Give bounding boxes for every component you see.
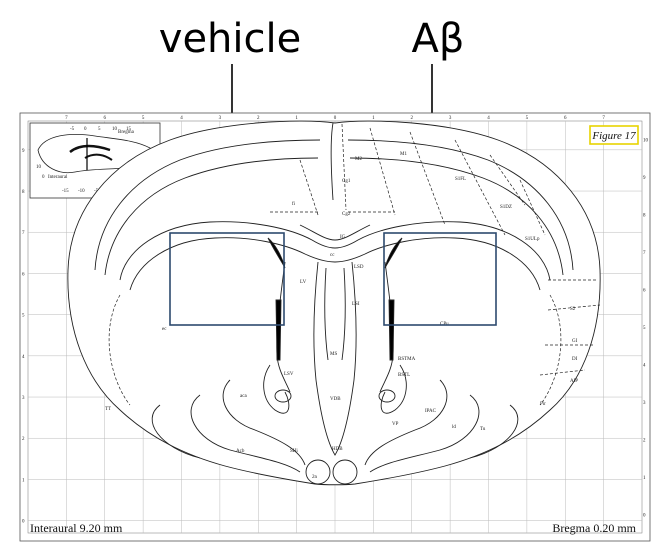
right-tick-label: 10	[643, 139, 649, 144]
region-lsv: LSV	[284, 372, 294, 377]
abeta-label: Aβ	[412, 16, 465, 62]
region-aip: AIP	[570, 379, 578, 384]
inset-scale-4: 15	[126, 127, 132, 132]
region-lv: LV	[300, 280, 307, 285]
brain-section	[68, 121, 600, 485]
bregma-label: Bregma 0.20 mm	[552, 521, 636, 535]
region-aca: aca	[240, 394, 247, 399]
region-gi: GI	[572, 339, 578, 344]
region-di: DI	[572, 357, 578, 362]
region-pir: Pir	[540, 402, 546, 407]
region-ms: MS	[330, 352, 337, 357]
figure-label: Figure 17	[591, 130, 636, 142]
inset-ten: 10	[36, 165, 42, 170]
inset-scale-b0: -15	[62, 189, 69, 194]
vehicle-label: vehicle	[159, 16, 301, 62]
inset-scale-0: -5	[70, 127, 75, 132]
region-tu: Tu	[480, 427, 486, 432]
region-vp: VP	[392, 422, 399, 427]
inset-scale-b1: -10	[78, 189, 85, 194]
region-ld: ld	[452, 425, 456, 430]
region-2n: 2n	[312, 475, 318, 480]
inset-scale-3: 10	[112, 127, 118, 132]
inset-interaural: Interaural	[48, 175, 68, 180]
region-hdb: HDB	[332, 447, 343, 452]
region-ec: ec	[162, 327, 167, 332]
region-lsd: LSD	[354, 265, 364, 270]
region-vdb: VDB	[330, 397, 341, 402]
region-cg1: Cg1	[342, 179, 351, 184]
region-bstl: BSTL	[398, 373, 410, 378]
region-s2: S2	[570, 307, 576, 312]
region-bstma: BSTMA	[398, 357, 416, 362]
region-s1dz: S1DZ	[500, 205, 512, 210]
region-shi: SHi	[290, 449, 298, 454]
region-ipac: IPAC	[425, 409, 437, 414]
region-lsi: LSI	[352, 302, 360, 307]
region-cg2: Cg2	[342, 212, 351, 217]
interaural-label: Interaural 9.20 mm	[30, 521, 123, 535]
region-s1ulp: S1ULp	[525, 237, 540, 242]
region-acb: Acb	[236, 449, 245, 454]
region-cc: cc	[330, 253, 335, 258]
region-tt: TT	[105, 407, 111, 412]
region-ig: IG	[340, 235, 346, 240]
region-m2: M2	[355, 157, 362, 162]
region-m1: M1	[400, 152, 407, 157]
region-s1fl: S1FL	[455, 177, 466, 182]
